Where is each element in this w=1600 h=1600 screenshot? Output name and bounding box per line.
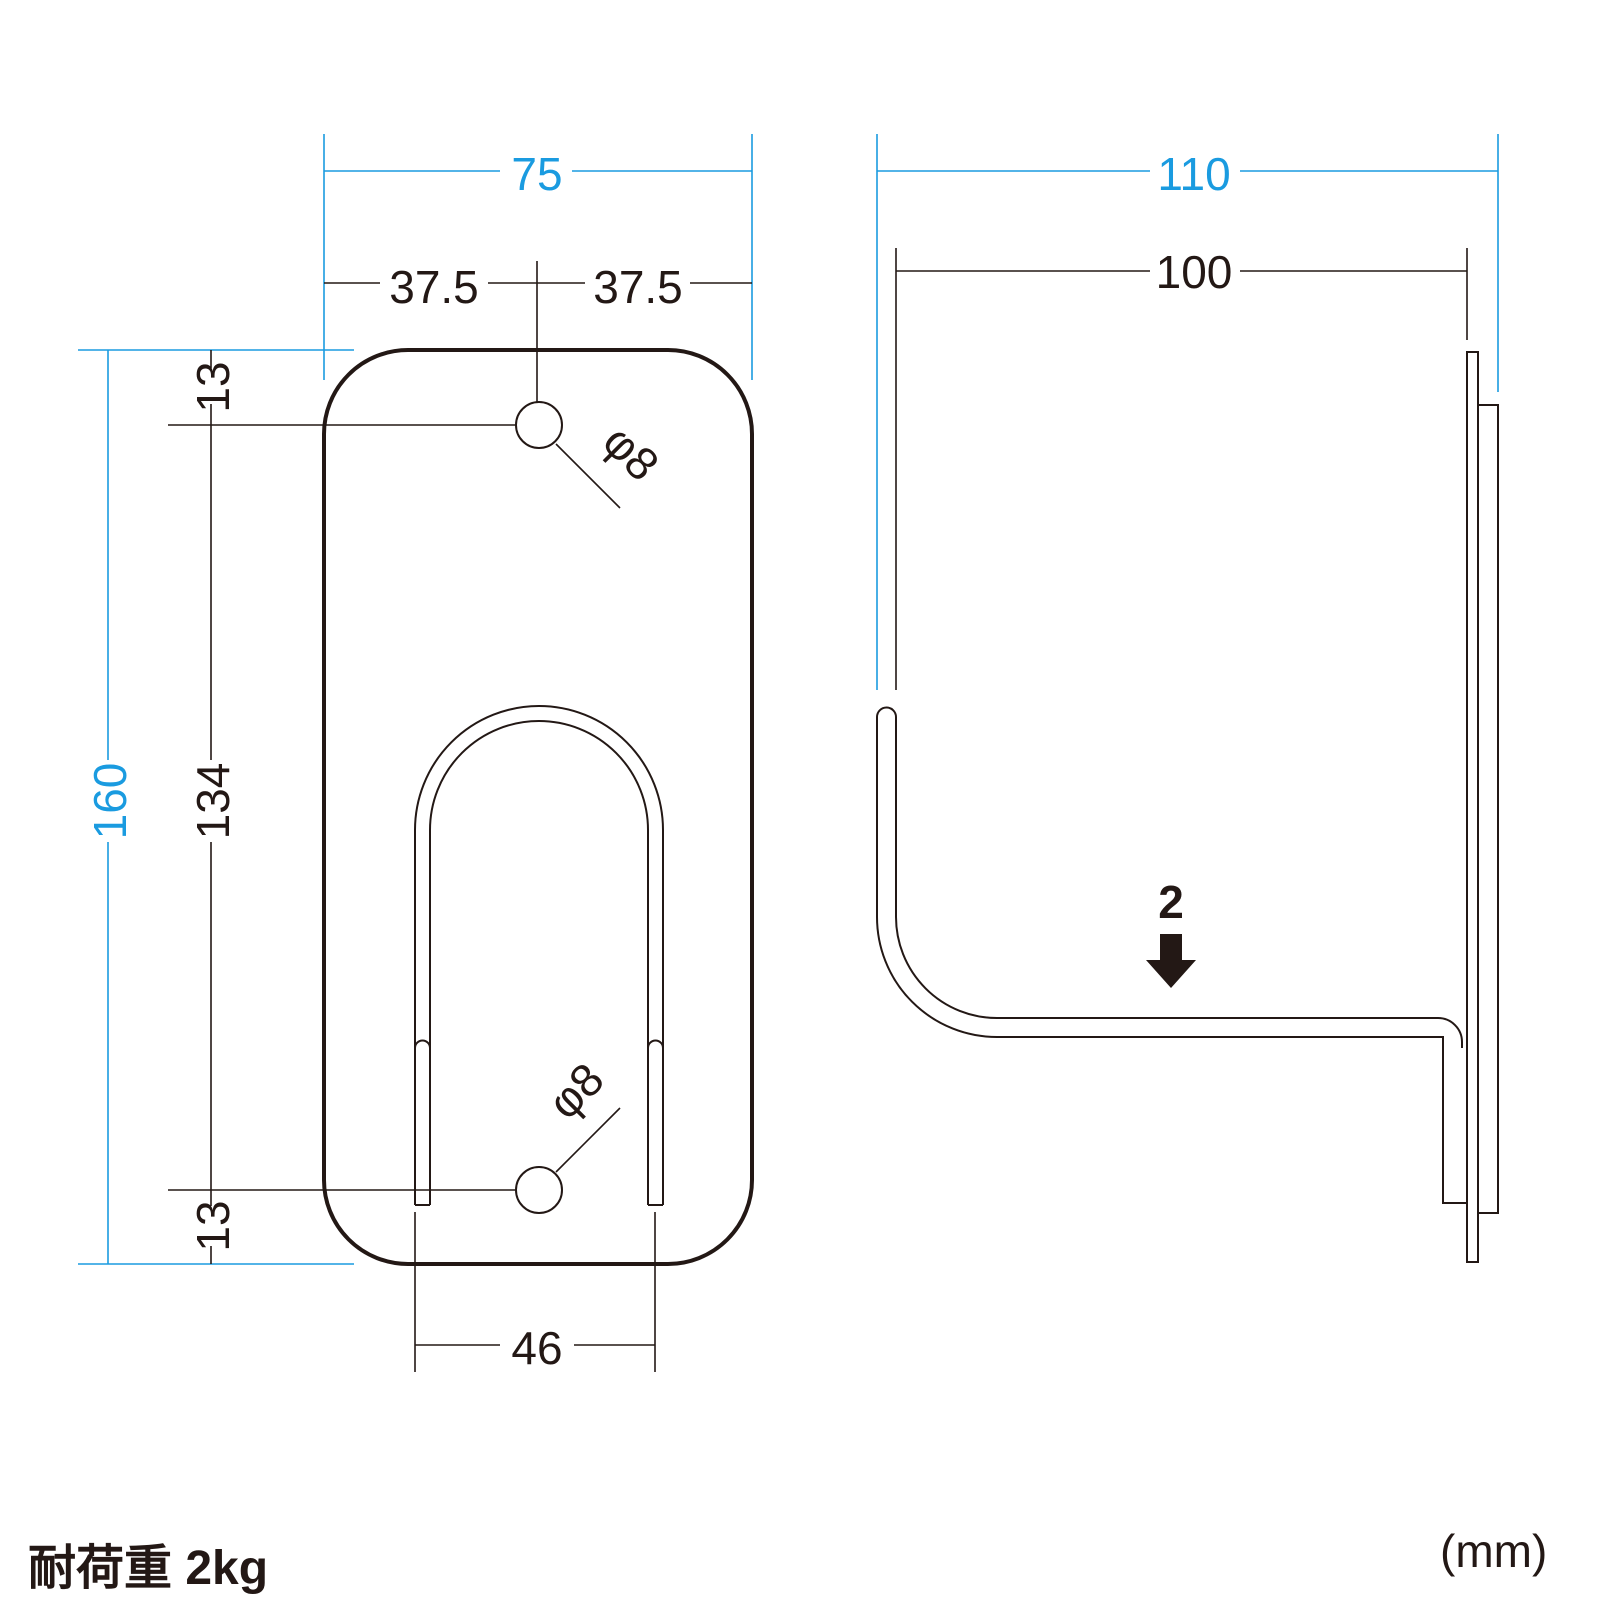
arm-inner-edge [895, 717, 1463, 1048]
load-capacity-label: 耐荷重 2kg [28, 1542, 269, 1595]
arm-top-cap [876, 706, 897, 718]
top-hole [515, 401, 563, 449]
half-width-left-label: 37.5 [389, 261, 479, 313]
front-view: 75 37.5 37.5 160 13 134 13 φ8 φ8 46 [78, 134, 754, 1374]
slot-left-notch [414, 1039, 431, 1049]
top-hole-diameter-label: φ8 [593, 415, 669, 491]
load-marker-label: 2 [1158, 876, 1184, 928]
offset-top-label: 13 [187, 361, 239, 412]
slot-inner-edge [429, 720, 649, 1205]
offset-bottom-label: 13 [187, 1200, 239, 1251]
depth-100-label: 100 [1156, 246, 1233, 298]
half-width-right-label: 37.5 [593, 261, 683, 313]
unit-label: (mm) [1440, 1525, 1548, 1577]
slot-outer-edge [414, 705, 664, 1205]
wall-plate [1466, 351, 1479, 1263]
load-arrow-icon [1146, 934, 1196, 988]
pitch-134-label: 134 [187, 763, 239, 840]
slot-width-label: 46 [511, 1322, 562, 1374]
width-75-label: 75 [511, 148, 562, 200]
bottom-hole-diameter-leader [555, 1107, 621, 1173]
bottom-hole [515, 1166, 563, 1214]
depth-110-label: 110 [1157, 148, 1230, 200]
wall-plate-spacer [1477, 404, 1499, 1214]
arm-outer-edge [876, 717, 1467, 1204]
height-160-label: 160 [84, 763, 136, 840]
plate-outline [322, 348, 754, 1266]
top-hole-diameter-leader [555, 443, 621, 509]
slot-right-notch [647, 1039, 664, 1049]
bottom-hole-diameter-label: φ8 [538, 1053, 614, 1129]
side-view: 110 100 2 [876, 134, 1499, 1263]
